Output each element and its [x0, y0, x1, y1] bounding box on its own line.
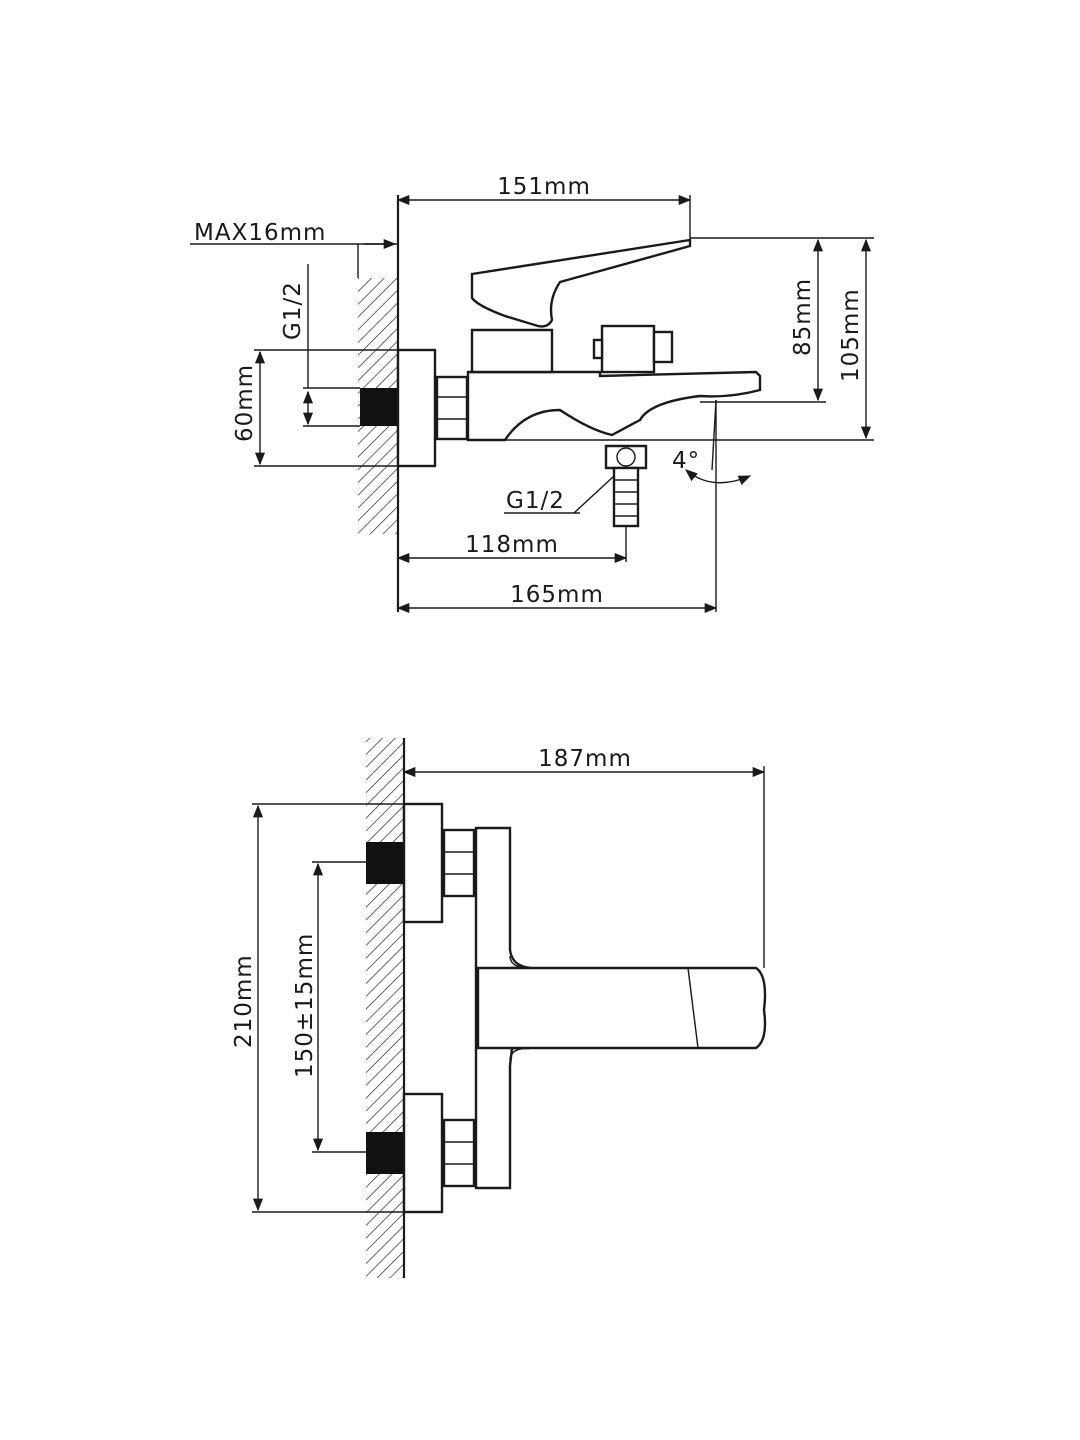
dim-210-label: 210mm — [231, 954, 257, 1048]
diverter-knob — [600, 324, 656, 374]
diverter-stem — [592, 338, 604, 360]
dim-165-label: 165mm — [510, 582, 604, 608]
spout-curve-lower — [509, 1047, 531, 1061]
spout-tip-line — [687, 967, 699, 1049]
mixer-body — [466, 370, 762, 442]
angle-arc — [685, 469, 752, 486]
handle-lever — [470, 238, 692, 328]
cartridge — [470, 328, 554, 374]
top-view: 187mm 210mm 150±15mm — [231, 738, 767, 1278]
angle-label: 4° — [672, 448, 700, 474]
diverter-cap — [652, 330, 674, 364]
dim-105-label: 105mm — [838, 288, 864, 382]
outlet-leader — [573, 475, 615, 514]
dim-g12-outlet-label: G1/2 — [506, 488, 565, 514]
hex-nut-upper — [442, 828, 476, 898]
inlet-connector — [360, 388, 398, 426]
hex-nut — [435, 375, 469, 441]
dim-60-label: 60mm — [232, 364, 258, 442]
wall-hatch-top — [366, 738, 404, 1278]
dim-151-label: 151mm — [497, 174, 591, 200]
dim-g12-inlet-label: G1/2 — [280, 281, 306, 340]
outlet-fitting — [604, 444, 648, 470]
wall-cover-upper — [402, 802, 444, 924]
spout-top — [476, 966, 767, 1050]
wall-cover-lower — [402, 1092, 444, 1214]
dim-187-label: 187mm — [538, 746, 632, 772]
hex-nut-lower — [442, 1118, 476, 1188]
dim-150-label: 150±15mm — [292, 933, 318, 1078]
outlet-fitting-ring — [616, 447, 636, 467]
side-view: 151mm MAX16mm G1/2 60mm 85mm 105mm 4° G1 — [190, 174, 874, 614]
inlet-connector-lower — [366, 1132, 404, 1174]
dim-85-label: 85mm — [790, 278, 816, 356]
hose-connector — [612, 466, 640, 528]
spout-curve — [509, 955, 531, 969]
inlet-connector-upper — [366, 842, 404, 884]
dim-118-label: 118mm — [465, 532, 559, 558]
dim-max16-label: MAX16mm — [194, 220, 326, 246]
wall-cover — [396, 348, 437, 468]
angle-spout-line — [711, 399, 717, 471]
